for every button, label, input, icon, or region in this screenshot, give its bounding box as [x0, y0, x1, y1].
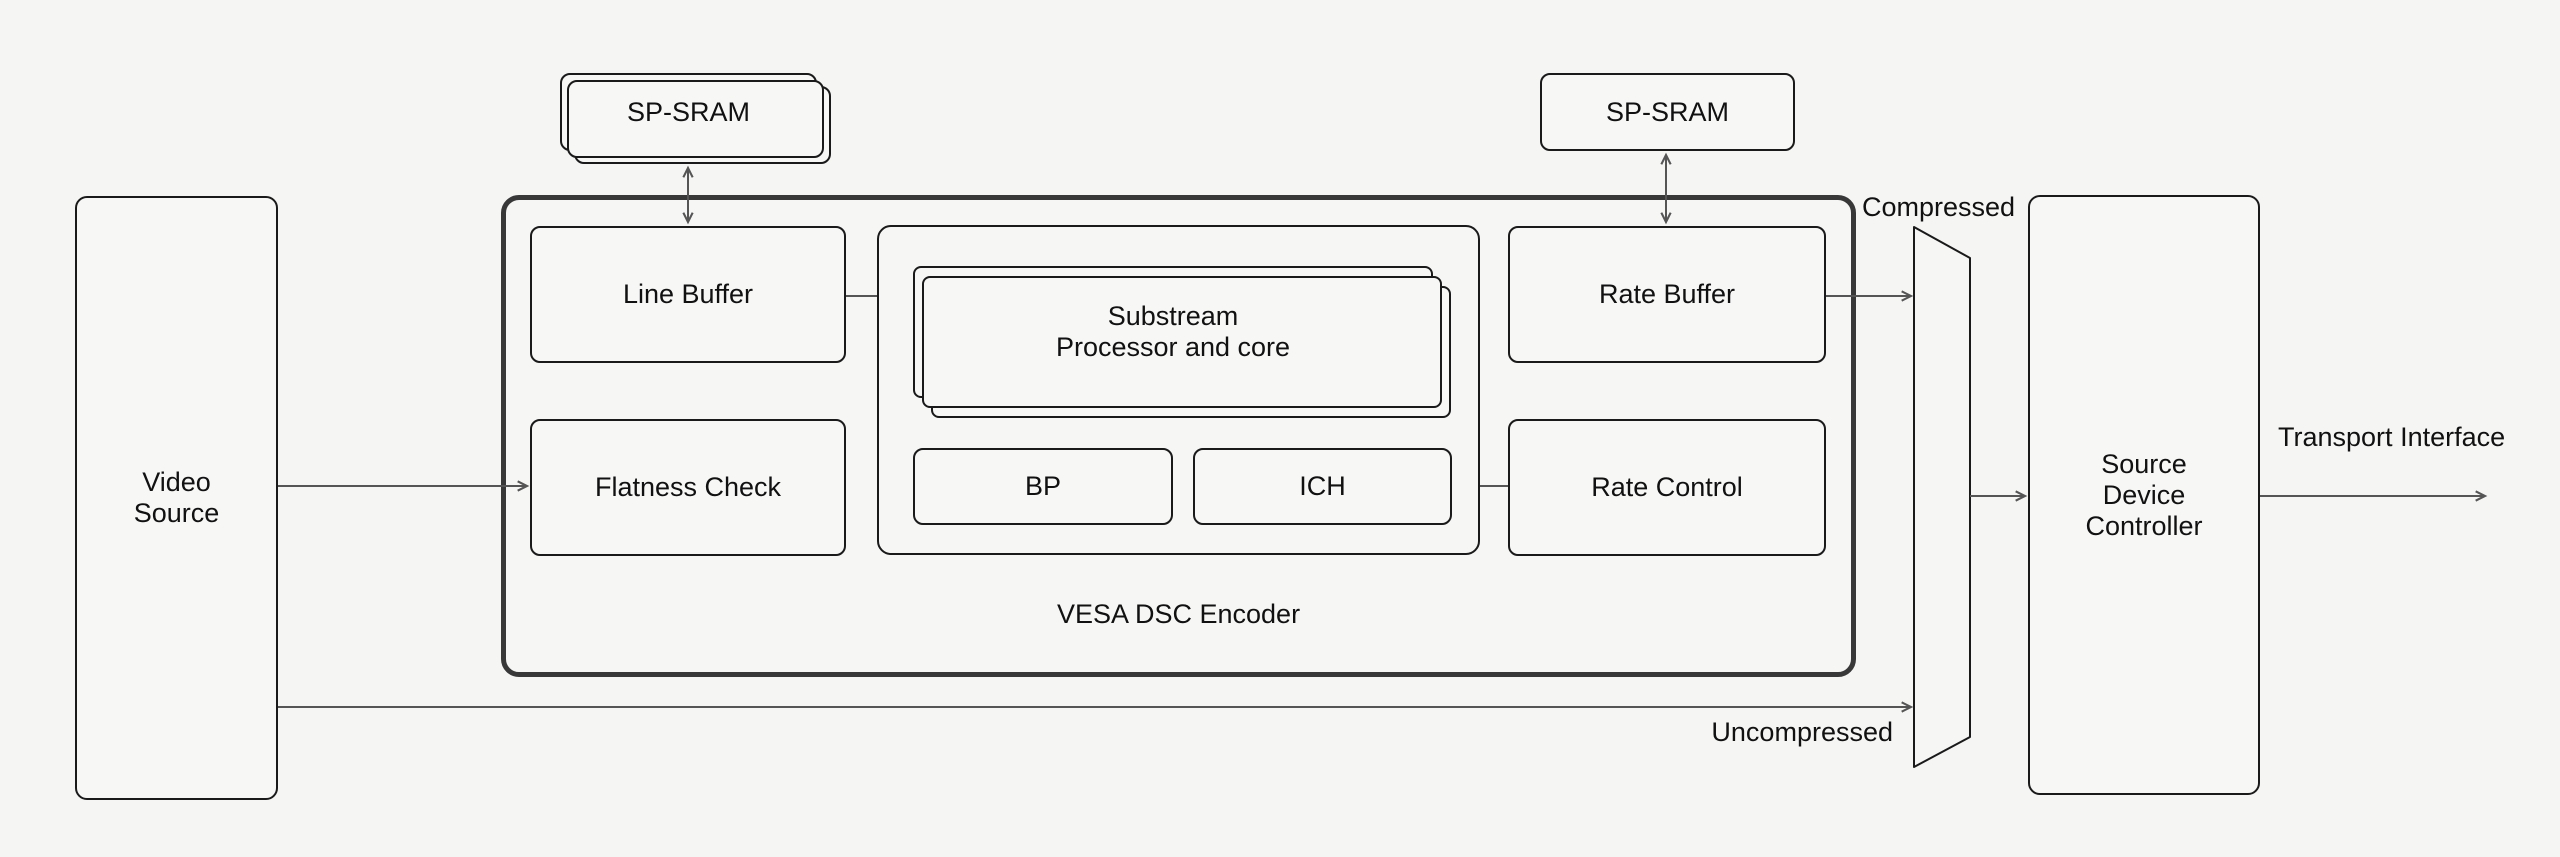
- sp-sram-right-label: SP-SRAM: [1605, 96, 1730, 127]
- node-sp-sram-left: SP-SRAM: [560, 73, 817, 151]
- node-ich: ICH: [1193, 448, 1452, 525]
- node-sp-sram-right: SP-SRAM: [1540, 73, 1795, 151]
- video-source-label-line2: Source: [133, 498, 220, 528]
- node-video-source: Video Source: [75, 196, 278, 800]
- video-source-label-line1: Video: [142, 467, 211, 497]
- encoder-frame-title: VESA DSC Encoder: [1056, 599, 1301, 629]
- uncompressed-label: Uncompressed: [1711, 717, 1893, 747]
- flatness-check-label: Flatness Check: [594, 472, 782, 502]
- substream-label-line1: Substream: [1107, 301, 1239, 331]
- node-rate-buffer: Rate Buffer: [1508, 226, 1826, 363]
- sp-sram-left-label: SP-SRAM: [626, 96, 751, 127]
- sdc-label-line1: Source: [2101, 448, 2187, 479]
- bp-label: BP: [1024, 471, 1062, 501]
- node-flatness-check: Flatness Check: [530, 419, 846, 556]
- line-buffer-label: Line Buffer: [622, 279, 754, 309]
- compressed-label: Compressed: [1862, 192, 2016, 222]
- sdc-label-line3: Controller: [2085, 510, 2203, 541]
- node-rate-control: Rate Control: [1508, 419, 1826, 556]
- substream-label-line2: Processor and core: [1055, 332, 1291, 362]
- node-substream-processor: Substream Processor and core: [913, 266, 1433, 398]
- rate-buffer-label: Rate Buffer: [1598, 279, 1736, 309]
- sdc-label-line2: Device: [2102, 479, 2186, 510]
- rate-control-label: Rate Control: [1591, 472, 1743, 502]
- transport-label-line2: Interface: [2400, 422, 2506, 452]
- transport-label-line1: Transport: [2278, 422, 2393, 452]
- node-source-device-controller: Source Device Controller: [2028, 195, 2260, 795]
- mux-trapezoid: [1913, 226, 1971, 768]
- ich-label: ICH: [1299, 471, 1346, 501]
- node-bp: BP: [913, 448, 1173, 525]
- node-line-buffer: Line Buffer: [530, 226, 846, 363]
- transport-interface-label: Transport Interface: [2278, 422, 2505, 453]
